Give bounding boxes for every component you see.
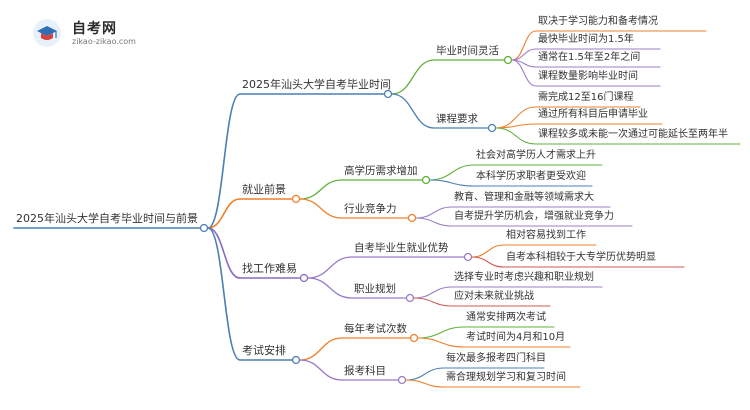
logo-title: 自考网 bbox=[72, 21, 117, 37]
branch-node[interactable]: 2025年汕头大学自考毕业时间 bbox=[242, 78, 391, 91]
topic-link bbox=[299, 198, 343, 219]
topic-node[interactable]: 每年考试次数 bbox=[344, 323, 407, 335]
branch-link bbox=[207, 198, 241, 229]
leaf-node[interactable]: 自考提升学历机会，增强就业竞争力 bbox=[454, 211, 614, 222]
graduation-cap-icon bbox=[33, 19, 61, 47]
leaf-link bbox=[405, 367, 445, 381]
branch-link bbox=[207, 227, 241, 279]
leaf-node[interactable]: 需完成12至16门课程 bbox=[538, 92, 634, 103]
branch-node[interactable]: 就业前景 bbox=[242, 183, 286, 196]
leaf-node[interactable]: 应对未来就业挑战 bbox=[454, 291, 534, 302]
branch-toggle[interactable] bbox=[291, 194, 301, 204]
topic-toggle[interactable] bbox=[503, 55, 513, 65]
leaf-link bbox=[405, 379, 445, 388]
branch-toggle[interactable] bbox=[291, 355, 301, 365]
leaf-link bbox=[415, 217, 453, 227]
leaf-node[interactable]: 课程数量影响毕业时间 bbox=[538, 71, 638, 82]
logo-subtitle: zikao-zikao.com bbox=[72, 37, 136, 46]
topic-toggle[interactable] bbox=[397, 375, 407, 385]
branch-node[interactable]: 找工作难易 bbox=[242, 262, 297, 275]
topic-link bbox=[391, 59, 435, 95]
topic-node[interactable]: 行业竞争力 bbox=[344, 203, 397, 215]
leaf-link bbox=[415, 206, 453, 219]
leaf-node[interactable]: 课程较多或未能一次通过可能延长至两年半 bbox=[538, 129, 728, 140]
topic-link bbox=[307, 277, 353, 299]
leaf-node[interactable]: 考试时间为4月和10月 bbox=[466, 332, 566, 343]
topic-node[interactable]: 毕业时间灵活 bbox=[436, 45, 499, 57]
leaf-link bbox=[417, 326, 465, 339]
topic-toggle[interactable] bbox=[421, 175, 431, 185]
leaf-link bbox=[429, 179, 475, 187]
site-logo[interactable]: 自考网 zikao-zikao.com bbox=[32, 16, 162, 50]
branch-link bbox=[207, 93, 241, 229]
leaf-node[interactable]: 选择专业时考虑兴趣和职业规划 bbox=[454, 272, 594, 283]
root-node[interactable]: 2025年汕头大学自考毕业时间与前景 bbox=[16, 212, 198, 225]
leaf-node[interactable]: 取决于学习能力和备考情况 bbox=[538, 16, 658, 27]
topic-link bbox=[299, 337, 343, 361]
leaf-node[interactable]: 教育、管理和金融等领域需求大 bbox=[454, 192, 594, 203]
leaf-link bbox=[511, 59, 537, 87]
branch-node[interactable]: 考试安排 bbox=[242, 344, 286, 357]
leaf-link bbox=[471, 256, 505, 268]
leaf-link bbox=[471, 244, 505, 258]
leaf-node[interactable]: 需合理规划学习和复习时间 bbox=[446, 372, 566, 383]
leaf-node[interactable]: 通过所有科目后申请毕业 bbox=[538, 109, 648, 120]
topic-node[interactable]: 报考科目 bbox=[344, 365, 386, 377]
topic-toggle[interactable] bbox=[407, 213, 417, 223]
leaf-link bbox=[495, 106, 537, 129]
topic-node[interactable]: 高学历需求增加 bbox=[344, 165, 418, 177]
topic-toggle[interactable] bbox=[487, 123, 497, 133]
leaf-node[interactable]: 通常在1.5年至2年之间 bbox=[538, 52, 641, 63]
root-toggle[interactable] bbox=[199, 223, 209, 233]
leaf-node[interactable]: 每次最多报考四门科目 bbox=[446, 353, 546, 364]
leaf-link bbox=[429, 164, 475, 181]
leaf-link bbox=[511, 30, 537, 61]
branch-toggle[interactable] bbox=[299, 273, 309, 283]
topic-link bbox=[299, 359, 343, 381]
topic-node[interactable]: 自考毕业生就业优势 bbox=[354, 242, 449, 254]
topic-node[interactable]: 课程要求 bbox=[436, 113, 478, 125]
leaf-node[interactable]: 最快毕业时间为1.5年 bbox=[538, 34, 634, 45]
leaf-node[interactable]: 通常安排两次考试 bbox=[466, 312, 546, 323]
topic-toggle[interactable] bbox=[463, 252, 473, 262]
topic-link bbox=[299, 179, 343, 200]
leaf-node[interactable]: 相对容易找到工作 bbox=[506, 230, 586, 241]
leaf-link bbox=[413, 286, 453, 299]
leaf-link bbox=[495, 123, 537, 129]
topic-toggle[interactable] bbox=[405, 293, 415, 303]
topic-toggle[interactable] bbox=[409, 333, 419, 343]
topic-node[interactable]: 职业规划 bbox=[354, 283, 396, 295]
leaf-node[interactable]: 本科学历求职者更受欢迎 bbox=[476, 171, 586, 182]
leaf-link bbox=[417, 337, 465, 348]
branch-link bbox=[207, 227, 241, 361]
leaf-node[interactable]: 社会对高学历人才需求上升 bbox=[476, 150, 596, 161]
topic-link bbox=[391, 93, 435, 129]
leaf-link bbox=[495, 127, 537, 145]
leaf-link bbox=[413, 297, 453, 307]
topic-link bbox=[307, 256, 353, 279]
leaf-node[interactable]: 自考本科相较于大专学历优势明显 bbox=[506, 252, 656, 263]
